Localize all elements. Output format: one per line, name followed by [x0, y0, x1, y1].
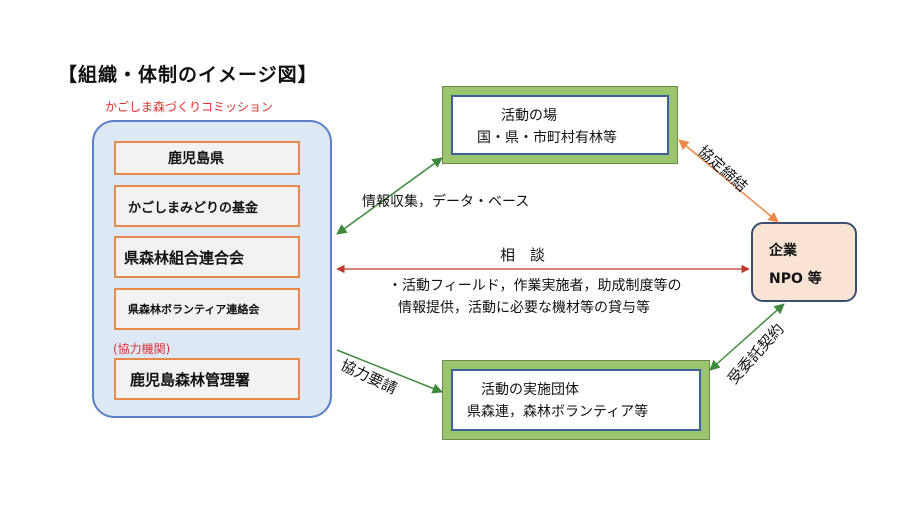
- consultation-detail-1: ・活動フィールド，作業実施者，助成制度等の: [388, 278, 682, 294]
- contract-arrow: [709, 303, 785, 371]
- commission-label: かごしま森づくりコミッション: [105, 100, 274, 114]
- implementing-group-inner: 活動の実施団体 県森連，森林ボランティア等: [451, 369, 701, 431]
- org-box-forest-union: 県森林組合連合会: [114, 236, 300, 278]
- activity-field-title: 活動の場: [501, 108, 557, 124]
- info-collection-arrow: [336, 157, 443, 235]
- activity-field-box: 活動の場 国・県・市町村有林等: [442, 86, 678, 164]
- org-label: 県森林ボランティア連絡会: [128, 303, 260, 316]
- org-label: 鹿児島県: [168, 151, 224, 167]
- org-box-forest-office: 鹿児島森林管理署: [114, 358, 300, 400]
- company-box: 企業 NPO 等: [751, 222, 857, 302]
- org-label: かごしまみどりの基金: [128, 200, 259, 216]
- cooperating-label: (協力機関): [113, 342, 171, 356]
- org-box-volunteer-council: 県森林ボランティア連絡会: [114, 288, 300, 330]
- org-label: 県森林組合連合会: [124, 248, 245, 267]
- implementing-group-box: 活動の実施団体 県森連，森林ボランティア等: [442, 360, 710, 440]
- org-box-midori-fund: かごしまみどりの基金: [114, 185, 300, 227]
- consultation-label: 相 談: [500, 246, 546, 264]
- cooperation-request-arrow: [336, 349, 443, 394]
- implementing-group-detail: 県森連，森林ボランティア等: [467, 404, 649, 420]
- npo-label: NPO 等: [769, 271, 822, 287]
- diagram-title: 【組織・体制のイメージ図】: [58, 64, 318, 86]
- org-label: 鹿児島森林管理署: [130, 370, 251, 389]
- implementing-group-title: 活動の実施団体: [481, 382, 579, 398]
- agreement-arrow: [678, 139, 779, 223]
- activity-field-inner: 活動の場 国・県・市町村有林等: [451, 95, 669, 155]
- info-collection-label: 情報収集，データ・ベース: [362, 194, 530, 210]
- consultation-detail-2: 情報提供，活動に必要な機材等の貸与等: [398, 300, 650, 316]
- activity-field-detail: 国・県・市町村有林等: [477, 130, 617, 146]
- company-label: 企業: [769, 243, 797, 259]
- org-box-kagoshima-pref: 鹿児島県: [114, 141, 300, 175]
